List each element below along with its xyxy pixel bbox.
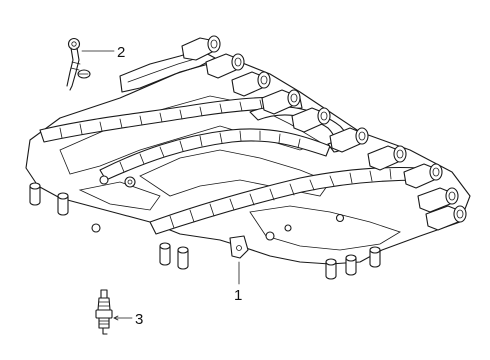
ignition-harness-plate-drawing <box>25 35 471 280</box>
coil-boot-back-row <box>181 35 443 189</box>
callout-1-label: 1 <box>234 287 242 304</box>
callout-3-label: 3 <box>135 311 143 328</box>
callout-2-label: 2 <box>117 44 125 61</box>
wire-clip-bracket-drawing <box>66 37 91 91</box>
connector-posts <box>29 182 381 280</box>
coil-boot-front-row <box>417 187 467 231</box>
spark-plug-drawing <box>95 289 113 335</box>
callout-1: 1 <box>234 261 242 304</box>
callout-2: 2 <box>81 44 125 61</box>
callout-3: 3 <box>113 311 143 328</box>
